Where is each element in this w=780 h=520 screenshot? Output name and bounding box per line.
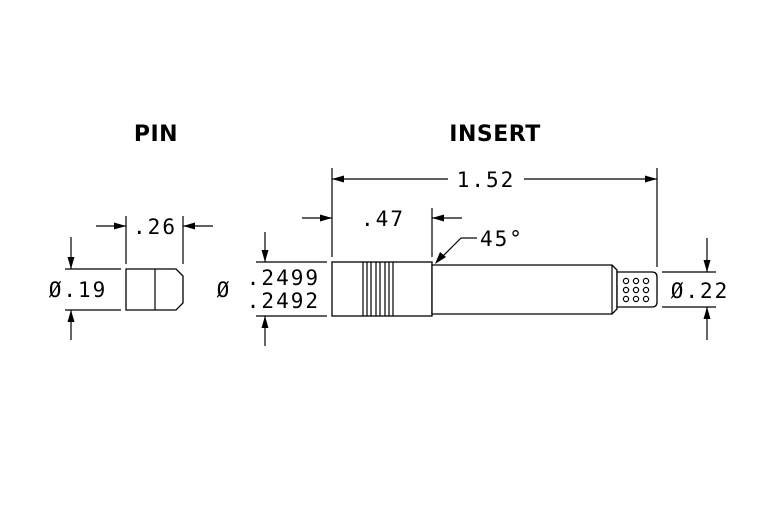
insert-grooves [362,262,394,316]
pin-title: PIN [134,122,178,147]
insert-tip [616,271,658,308]
insert-collar [331,261,433,317]
insert-shaft [431,264,618,315]
insert-diameter-symbol: Ø [217,278,232,302]
insert-diameter-dimension: Ø .2499 .2492 [217,232,327,346]
pin-part [125,268,184,311]
pin-diameter-label: Ø.19 [49,278,108,302]
insert-collar-length-label: .47 [361,207,405,231]
insert-title: INSERT [449,122,540,147]
insert-overall-length-dimension: 1.52 [331,168,658,267]
insert-tip-diameter-dimension: Ø.22 [662,238,730,340]
insert-diameter-max-label: .2499 [247,266,320,290]
pin-length-label: .26 [133,215,177,239]
insert-chamfer-callout: 45° [435,227,524,264]
insert-tip-diameter-label: Ø.22 [671,279,730,303]
insert-part [331,261,658,317]
insert-collar-length-dimension: .47 [302,207,462,257]
pin-diameter-dimension: Ø.19 [49,237,121,340]
insert-chamfer-label: 45° [480,227,524,251]
pin-length-dimension: .26 [96,215,213,264]
insert-tip-holes [622,277,650,303]
insert-diameter-min-label: .2492 [247,289,320,313]
insert-overall-length-label: 1.52 [457,168,516,192]
